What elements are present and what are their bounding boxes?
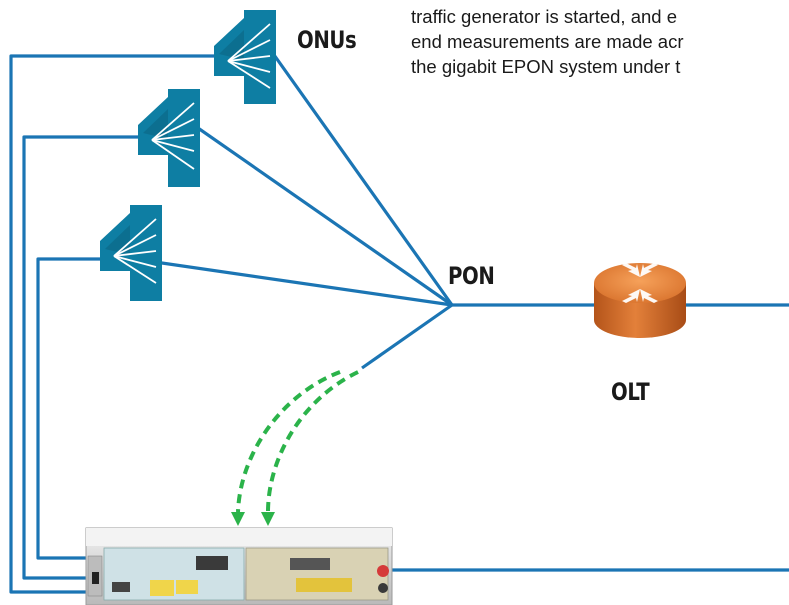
link-onu2-to-pon [197, 126, 453, 307]
link-pon-tap [361, 303, 453, 370]
link-onu2-to-chassis [22, 135, 142, 580]
fiber-links [9, 37, 789, 594]
olt-label: OLT [611, 378, 650, 406]
body-text-excerpt: traffic generator is started, and e end … [411, 4, 789, 79]
dashed-arrow-right [266, 370, 359, 513]
pon-label: PON [448, 262, 495, 290]
body-text-line: traffic generator is started, and e [411, 6, 678, 27]
arrow-head-left [231, 512, 245, 526]
onus-label: ONUs [297, 26, 357, 54]
body-text-line: end measurements are made acr [411, 31, 684, 52]
onu-splitter-icon [214, 10, 276, 104]
link-onu1-to-pon [260, 37, 454, 306]
body-text-line: the gigabit EPON system under t [411, 56, 681, 77]
link-onu3-to-pon [154, 260, 453, 307]
link-onu3-to-chassis [36, 257, 106, 560]
router-icon [594, 263, 686, 338]
traffic-generator-chassis-icon [85, 527, 393, 605]
monitor-tap-arrows [236, 370, 359, 513]
link-onu1-to-chassis [9, 54, 225, 594]
arrow-head-right [261, 512, 275, 526]
onu-splitter-icon [138, 89, 200, 187]
dashed-arrow-left [236, 370, 341, 513]
arrow-heads [231, 512, 275, 526]
onu-splitter-icon [100, 205, 162, 301]
